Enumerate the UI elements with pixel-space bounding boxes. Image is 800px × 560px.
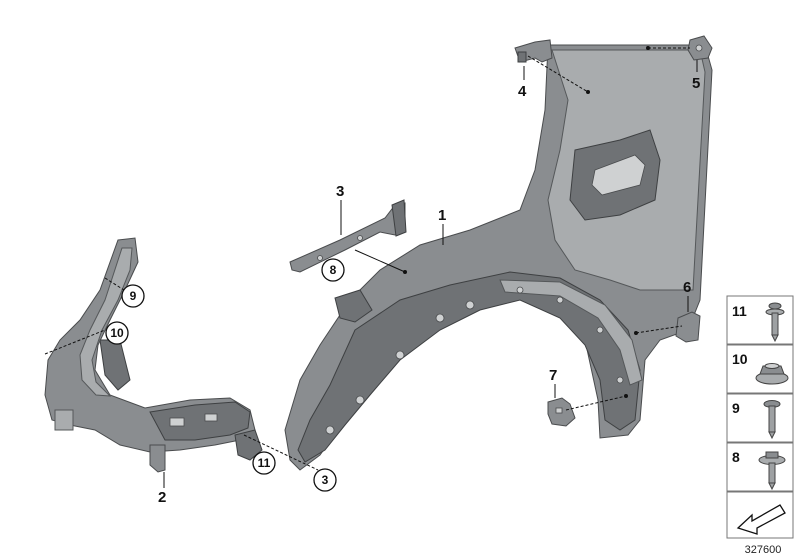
part-4-bracket[interactable] [514,39,553,63]
callout-4: 4 [518,83,527,100]
callout-3-top: 3 [336,183,344,200]
leader-lines [44,46,698,488]
legend-num-10: 10 [732,351,748,367]
part-7-bracket[interactable] [547,397,576,427]
callout-10: 10 [110,326,124,340]
callout-8: 8 [330,263,337,277]
part-3-upper-bracket[interactable] [289,199,407,273]
part-2-support-bracket[interactable] [44,237,263,473]
callout-3-bottom: 3 [322,473,329,487]
part-1-fender[interactable] [284,44,713,471]
legend-box-11 [726,295,794,345]
legend-num-11: 11 [732,303,747,319]
callout-7: 7 [549,367,557,384]
screw-icon [763,400,781,440]
nut-icon [755,363,789,385]
callout-5: 5 [692,75,700,92]
reference-number: 327600 [745,544,782,556]
fastener-legend: 11 10 9 8 [726,295,794,539]
arrow-icon [736,504,786,535]
callout-9: 9 [130,289,137,303]
part-6-bracket[interactable] [675,311,701,343]
legend-num-8: 8 [732,449,740,465]
legend-num-9: 9 [732,400,740,416]
callout-labels: 1 2 3 4 5 6 7 8 9 10 11 3 [105,75,700,506]
flange-screw-icon [758,451,786,491]
screw-with-washer-icon [765,302,785,343]
legend-box-9 [726,393,794,443]
part-5-clip[interactable] [687,35,713,61]
legend-box-arrow [726,491,794,539]
callout-1: 1 [438,207,446,224]
callout-6: 6 [683,279,691,296]
callout-11: 11 [258,456,271,470]
callout-2: 2 [158,489,166,506]
legend-box-8 [726,442,794,492]
